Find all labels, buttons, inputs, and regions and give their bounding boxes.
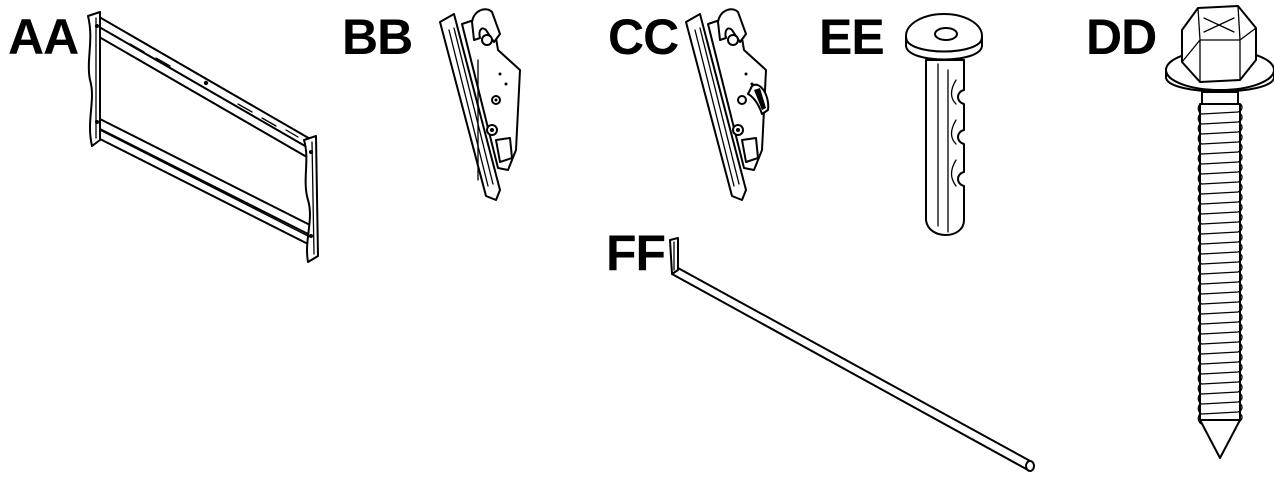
label-aa: AA	[8, 9, 79, 65]
label-bb: BB	[342, 9, 413, 65]
label-cc: CC	[608, 9, 679, 65]
bolt-tip	[1199, 419, 1241, 459]
label-dd: DD	[1086, 9, 1157, 65]
label-ff: FF	[606, 225, 666, 281]
bolt-threads	[1197, 103, 1243, 425]
label-ee: EE	[819, 9, 885, 65]
